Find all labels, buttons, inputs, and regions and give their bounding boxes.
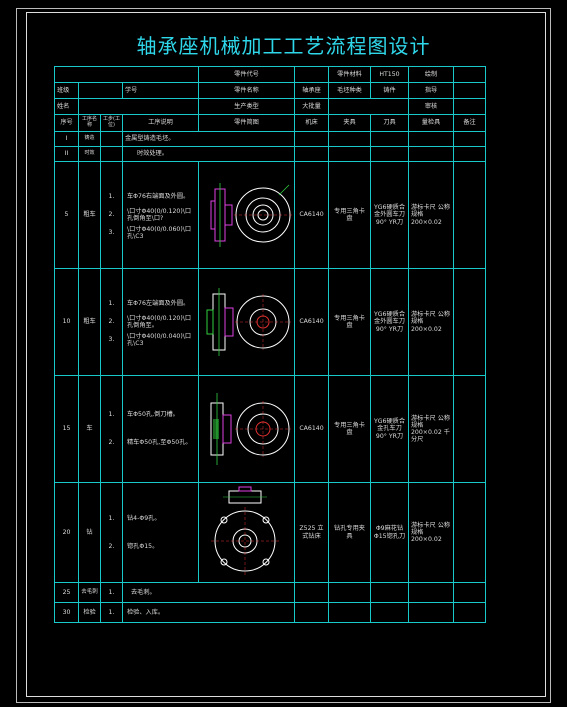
part-name-label: 零件名称 <box>198 82 295 99</box>
student-no-label: 学号 <box>122 82 199 99</box>
audit-label: 审核 <box>408 98 454 115</box>
header-row-1: 零件代号 零件材料 HT150 绘制 <box>54 66 486 83</box>
process-sheet-table: 零件代号 零件材料 HT150 绘制 班级 学号 零件名称 轴承座 毛坯种类 铸… <box>54 66 486 623</box>
material-label: 零件材料 <box>328 66 371 83</box>
part-sketch-5 <box>198 161 295 269</box>
production-type-label: 生产类型 <box>198 98 295 115</box>
part-code-label: 零件代号 <box>198 66 295 83</box>
part-sketch-10 <box>198 268 295 376</box>
table-row: II 时效 时效处理。 <box>54 146 486 162</box>
table-row: 10 粗车 1. 2. 3. 车Φ76左端面及外圆。 \口寸Φ40(0/0.12… <box>54 268 486 376</box>
table-row: 15 车 1. 2. 车Φ50孔,倒刀槽。 精车Φ50孔,至Φ50孔。 <box>54 375 486 483</box>
blank-type-label: 毛坯种类 <box>328 82 371 99</box>
guide-label: 指导 <box>408 82 454 99</box>
column-header-row: 序号 工序名称 工步(工位) 工序说明 零件简图 机床 夹具 刀具 量检具 备注 <box>54 114 486 132</box>
page-title: 轴承座机械加工工艺流程图设计 <box>136 34 431 58</box>
col-header-description: 工序说明 <box>122 114 199 132</box>
drawn-label: 绘制 <box>408 66 454 83</box>
drawing-inner-frame <box>26 12 546 697</box>
class-label: 班级 <box>54 82 79 99</box>
blank-type-value: 铸件 <box>370 82 409 99</box>
material-value: HT150 <box>370 66 409 83</box>
table-row: 25 去毛刺 1. 去毛刺。 <box>54 582 486 603</box>
header-row-3: 姓名 生产类型 大批量 审核 <box>54 98 486 115</box>
col-header-gauge: 量检具 <box>408 114 454 132</box>
table-row: I 铸造 金属型铸造毛坯。 <box>54 131 486 147</box>
table-row: 5 粗车 1. 2. 3. 车Φ76右端面及外圆。 \口寸Φ40(0/0.120… <box>54 161 486 269</box>
drawing-outer-frame <box>16 8 551 703</box>
table-row: 20 钻 1. 2. 钻4-Φ9孔。 锪孔Φ15。 <box>54 482 486 583</box>
col-header-remark: 备注 <box>453 114 486 132</box>
part-sketch-15 <box>198 375 295 483</box>
col-header-tool: 刀具 <box>370 114 409 132</box>
col-header-step: 工步(工位) <box>100 114 123 132</box>
col-header-machine: 机床 <box>294 114 329 132</box>
col-header-no: 序号 <box>54 114 79 132</box>
part-name-value: 轴承座 <box>294 82 329 99</box>
col-header-sketch: 零件简图 <box>198 114 295 132</box>
table-row: 30 检验 1. 检验、入库。 <box>54 602 486 623</box>
name-label: 姓名 <box>54 98 79 115</box>
production-type-value: 大批量 <box>294 98 329 115</box>
part-sketch-20 <box>198 482 295 583</box>
col-header-op-name: 工序名称 <box>78 114 101 132</box>
col-header-fixture: 夹具 <box>328 114 371 132</box>
header-row-2: 班级 学号 零件名称 轴承座 毛坯种类 铸件 指导 <box>54 82 486 99</box>
